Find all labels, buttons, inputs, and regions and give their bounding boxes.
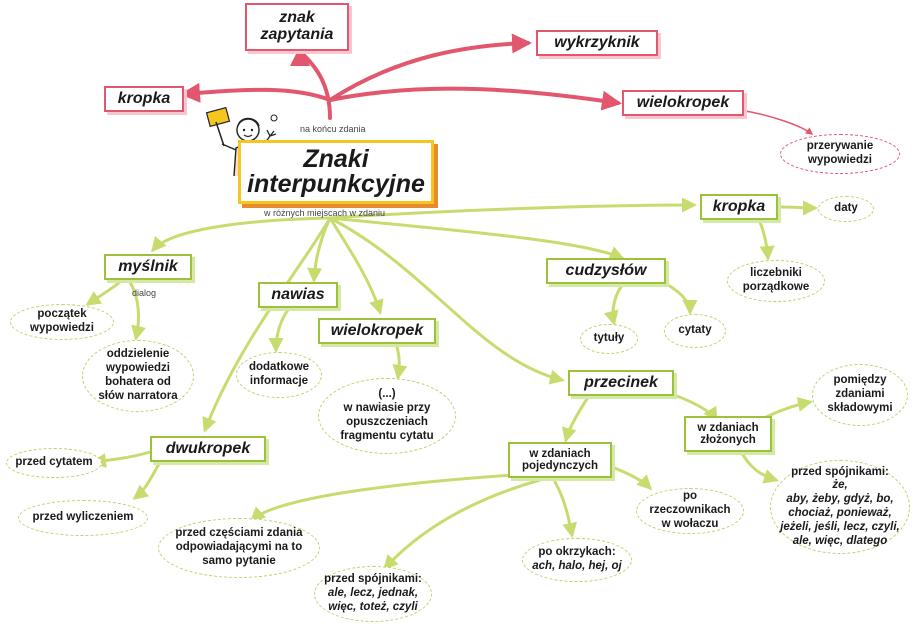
question-mark-box: znak zapytania bbox=[245, 3, 349, 51]
interjection-label: po okrzykach: bbox=[538, 546, 616, 559]
note-end-of-sentence: na końcu zdania bbox=[300, 124, 366, 134]
comma-use-vocative: po rzeczownikach w wołaczu bbox=[636, 488, 744, 534]
conj-examples: ale, lecz, jednak, więc, toteż, czyli bbox=[327, 587, 419, 613]
dash-use-start: początek wypowiedzi bbox=[10, 304, 114, 340]
parenthesis-use-info: dodatkowe informacje bbox=[236, 352, 322, 398]
complex-conj-label: przed spójnikami: bbox=[791, 465, 889, 478]
ellipsis-end-box: wielokropek bbox=[622, 90, 744, 116]
central-title-line1: Znaki bbox=[303, 145, 369, 173]
central-title: Znaki interpunkcyjne bbox=[238, 140, 434, 204]
period-inner-box: kropka bbox=[700, 194, 778, 220]
comma-use-same-question: przed częściami zdania odpowiadającymi n… bbox=[158, 518, 320, 578]
period-end-box: kropka bbox=[104, 86, 184, 112]
interrupt-speech-note: przerywanie wypowiedzi bbox=[780, 134, 900, 174]
comma-use-complex-conjunctions: przed spójnikami: że, aby, żeby, gdyż, b… bbox=[770, 460, 910, 554]
exclamation-mark-box: wykrzyknik bbox=[536, 30, 658, 56]
colon-use-quote: przed cytatem bbox=[6, 448, 102, 478]
comma-use-between-clauses: pomiędzy zdaniami składowymi bbox=[812, 364, 908, 426]
comma-complex-sentences-box: w zdaniach złożonych bbox=[684, 416, 772, 452]
quotes-use-citations: cytaty bbox=[664, 314, 726, 348]
parenthesis-box: nawias bbox=[258, 282, 338, 308]
comma-simple-sentences-box: w zdaniach pojedynczych bbox=[508, 442, 612, 478]
comma-use-interjections: po okrzykach: ach, halo, hej, oj bbox=[522, 538, 632, 582]
dash-note-dialog: dialog bbox=[132, 288, 157, 298]
dash-box: myślnik bbox=[104, 254, 192, 280]
ellipsis-use-omission: (...) w nawiasie przy opuszczeniach frag… bbox=[318, 378, 456, 454]
note-various-places: w różnych miejscach w zdaniu bbox=[264, 208, 386, 218]
conj-label: przed spójnikami: bbox=[324, 573, 422, 586]
quotes-box: cudzysłów bbox=[546, 258, 666, 284]
colon-use-list: przed wyliczeniem bbox=[18, 500, 148, 536]
comma-use-conjunctions: przed spójnikami: ale, lecz, jednak, wię… bbox=[314, 566, 432, 622]
interjection-examples: ach, halo, hej, oj bbox=[532, 560, 622, 572]
period-use-ordinals: liczebniki porządkowe bbox=[727, 260, 825, 302]
dash-use-separate: oddzielenie wypowiedzi bohatera od słów … bbox=[82, 340, 194, 412]
colon-box: dwukropek bbox=[150, 436, 266, 462]
complex-conj-examples: że, aby, żeby, gdyż, bo, chociaż, poniew… bbox=[780, 479, 900, 547]
ellipsis-inner-box: wielokropek bbox=[318, 318, 436, 344]
central-title-line2: interpunkcyjne bbox=[247, 170, 425, 198]
comma-box: przecinek bbox=[568, 370, 674, 396]
quotes-use-titles: tytuły bbox=[580, 324, 638, 354]
period-use-dates: daty bbox=[818, 196, 874, 222]
